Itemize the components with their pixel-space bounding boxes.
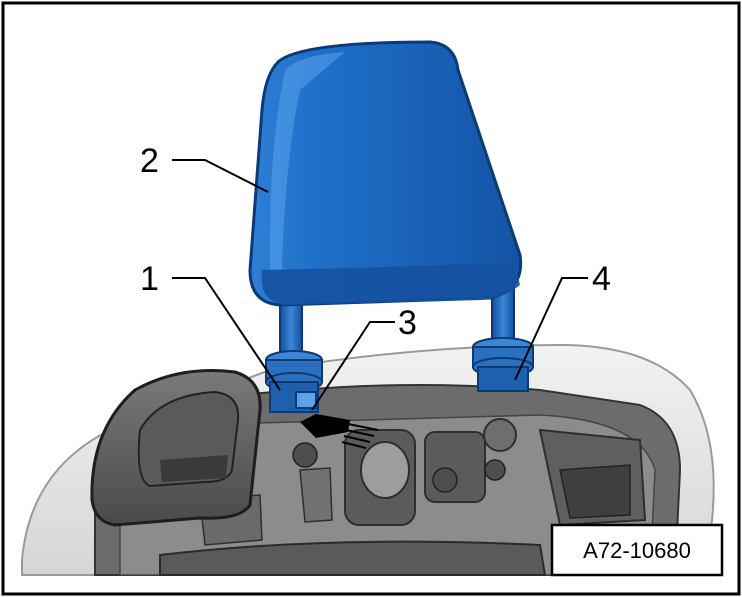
head-restraint (248, 40, 523, 307)
leader-line-4 (514, 277, 588, 381)
figure-id-label: A72-10680 (583, 538, 691, 563)
callout-label-2: 2 (140, 142, 159, 180)
figure-id-box: A72-10680 (550, 523, 724, 577)
leader-line-2 (172, 159, 269, 193)
callout-label-3: 3 (398, 304, 417, 342)
leader-line-3 (311, 321, 395, 411)
leader-line-1 (172, 277, 281, 391)
guide-sleeve-right (472, 337, 534, 392)
callout-label-1: 1 (140, 260, 159, 298)
push-arrow (300, 414, 379, 449)
seat-release-handle (90, 369, 262, 527)
callout-label-4: 4 (592, 260, 611, 298)
leader-lines (172, 159, 588, 411)
release-button (295, 391, 317, 409)
guide-sleeve-left (265, 350, 323, 413)
